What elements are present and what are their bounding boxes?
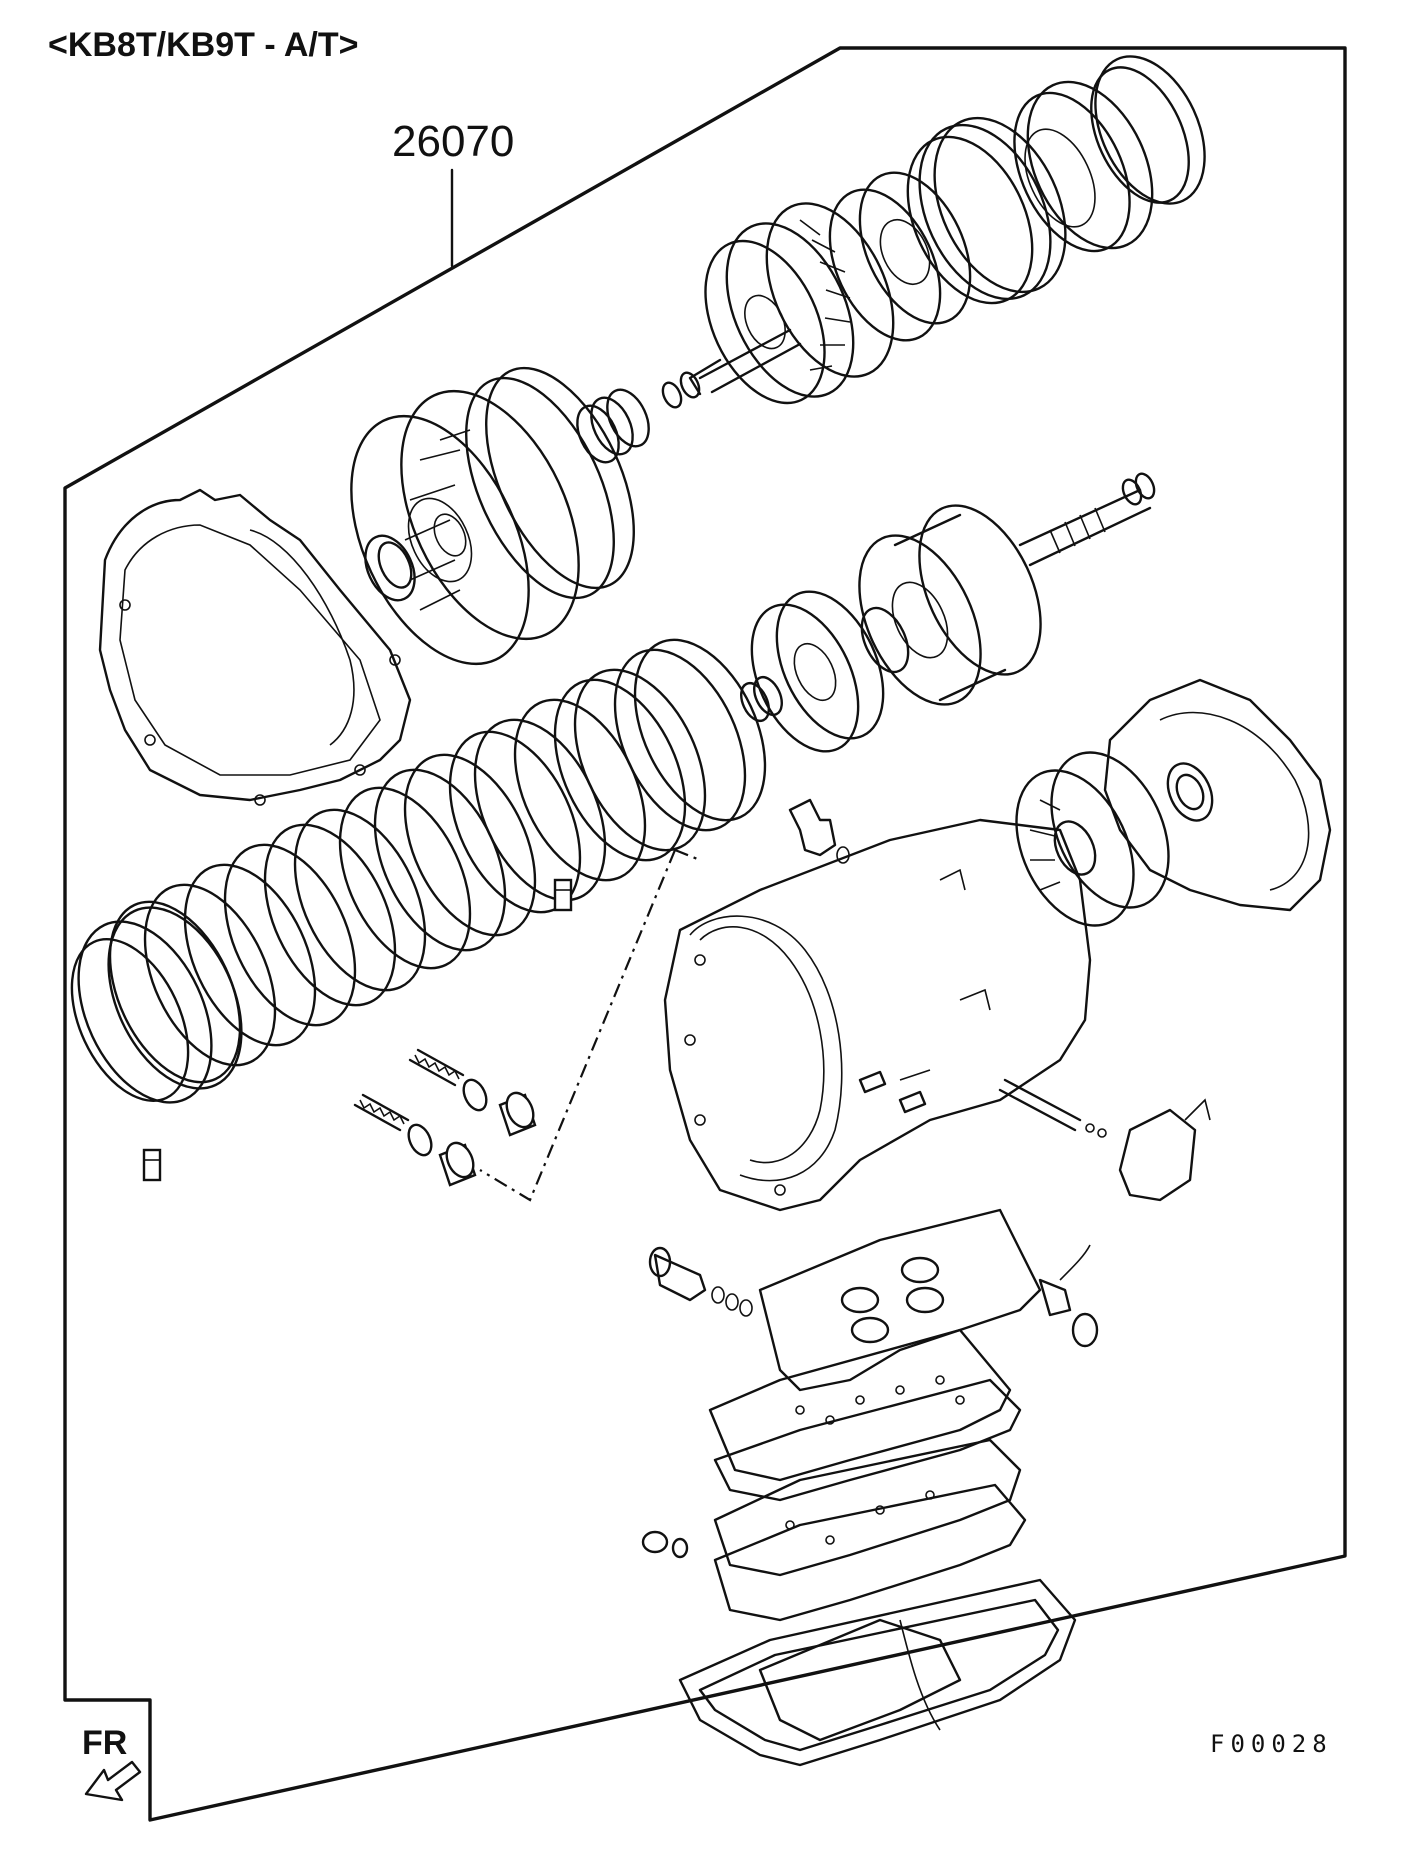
pump-gasket-ring xyxy=(364,534,416,602)
upper-shaft xyxy=(688,328,802,396)
output-shaft xyxy=(1018,472,1156,567)
solenoid-left xyxy=(648,1246,753,1317)
converter-housing xyxy=(98,488,412,806)
group-leader-line xyxy=(479,849,677,1202)
rear-pump-cover xyxy=(1015,751,1170,927)
direction-label: FR xyxy=(82,1724,127,1762)
transmission-case xyxy=(663,818,1092,1212)
figure-code: F00028 xyxy=(1210,1730,1333,1758)
manual-shaft xyxy=(998,1078,1107,1138)
upper-planet-carrier xyxy=(828,171,972,342)
rear-extension-housing xyxy=(1103,678,1332,912)
valve-body-lower xyxy=(713,1438,1022,1577)
upper-ring-gear xyxy=(704,202,895,405)
kit-boundary-frame xyxy=(63,46,1347,1822)
oil-pan xyxy=(678,1578,1077,1767)
front-band-drum xyxy=(70,906,243,1104)
separator-plate xyxy=(708,1328,1012,1482)
rear-clutch-drum xyxy=(858,504,1042,706)
oil-pump-assembly xyxy=(350,366,635,666)
upper-snap-ring-1 xyxy=(1090,55,1206,205)
valve-body-upper xyxy=(758,1208,1042,1392)
speed-sensor-upper xyxy=(788,798,850,864)
rear-snap-rings xyxy=(740,606,910,723)
group-leader-line-upper xyxy=(674,848,701,862)
front-direction-arrow-icon xyxy=(84,1760,142,1802)
accumulator-parts xyxy=(353,1048,537,1187)
clutch-plate-series xyxy=(108,638,767,1084)
upper-seal-rings xyxy=(576,371,701,464)
solenoid-right xyxy=(1038,1244,1099,1348)
part-number-label: 26070 xyxy=(392,117,514,166)
rear-planet-carrier xyxy=(750,590,885,753)
upper-clutch-plates xyxy=(906,116,1067,305)
anchor-pin-1 xyxy=(553,878,573,912)
valve-body-gasket-2 xyxy=(713,1483,1027,1622)
diagram-title: <KB8T/KB9T - A/T> xyxy=(48,26,358,64)
filter-plugs xyxy=(641,1530,689,1559)
valve-body-gasket-1 xyxy=(713,1378,1022,1502)
anchor-pin-2 xyxy=(142,1148,162,1182)
inhibitor-switch xyxy=(1118,1098,1211,1202)
upper-clutch-drum xyxy=(1013,80,1154,253)
upper-clutch-assembly xyxy=(576,55,1206,464)
